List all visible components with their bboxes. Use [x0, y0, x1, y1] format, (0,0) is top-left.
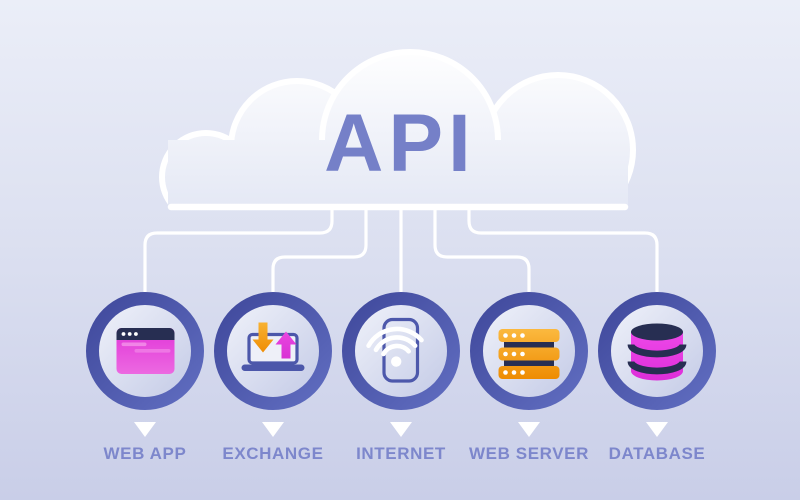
- node-rings: [86, 292, 716, 410]
- node-label-exchange: EXCHANGE: [222, 444, 324, 463]
- cloud-base: [168, 140, 628, 208]
- laptop-transfer-icon: [241, 322, 305, 371]
- pointer-triangle-database: [646, 422, 668, 437]
- cloud-shape: [159, 49, 636, 208]
- node-label-internet: INTERNET: [356, 444, 446, 463]
- node-label-web-server: WEB SERVER: [469, 444, 589, 463]
- mobile-wifi-icon: [366, 317, 424, 383]
- internet-node-circle: [342, 292, 460, 410]
- connector-line-exchange: [271, 204, 368, 293]
- database-cylinder-icon: [627, 323, 687, 381]
- pointer-triangle-internet: [390, 422, 412, 437]
- download-arrow-icon: [252, 322, 274, 353]
- connector-line-web-app: [143, 204, 334, 293]
- pointer-triangle-web-server: [518, 422, 540, 437]
- node-label-web-app: WEB APP: [103, 444, 187, 463]
- pointer-triangle-exchange: [262, 422, 284, 437]
- upload-arrow-icon: [275, 331, 297, 359]
- browser-window-icon: [116, 328, 175, 374]
- connector-line-database: [467, 204, 659, 293]
- cloud-api-title: API: [324, 98, 476, 189]
- pointer-triangle-web-app: [134, 422, 156, 437]
- wifi-waves-icon: [366, 326, 424, 357]
- node-label-database: DATABASE: [608, 444, 706, 463]
- pointer-triangles: [134, 422, 668, 437]
- server-stack-icon: [498, 329, 560, 379]
- connector-line-web-server: [433, 204, 531, 293]
- connector-lines: [143, 204, 659, 293]
